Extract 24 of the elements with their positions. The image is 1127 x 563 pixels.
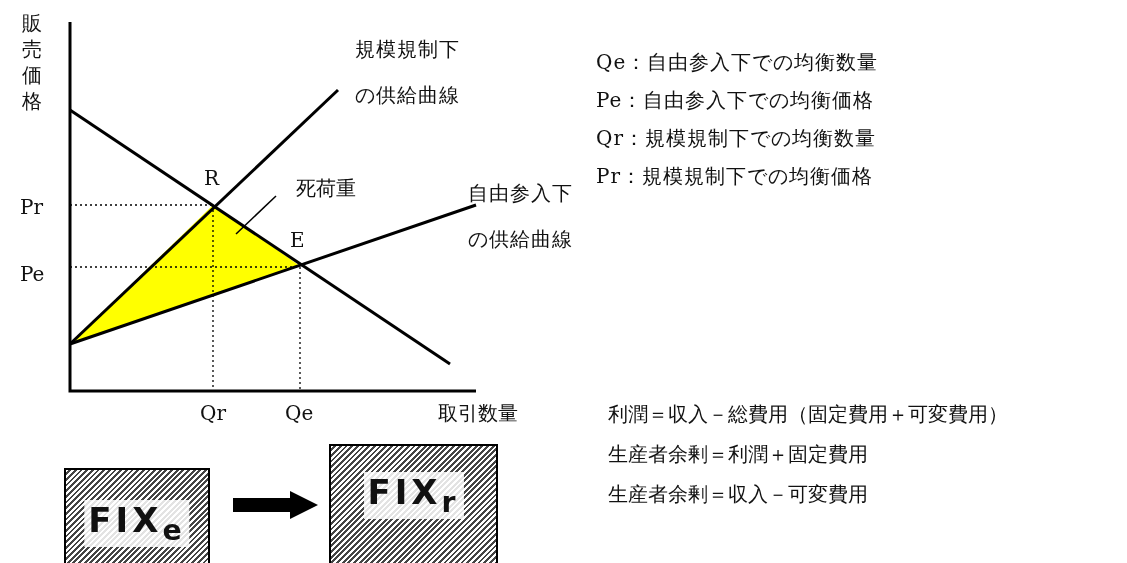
formula-text: 利潤＝収入－総費用（固定費用＋可変費用） — [608, 402, 1008, 426]
area-label: 死荷重 — [296, 176, 356, 200]
hatched-box — [329, 444, 498, 563]
legend-text: Pe：自由参入下での均衡価格 — [596, 88, 875, 112]
hatched-box — [64, 468, 210, 563]
arrow — [233, 491, 318, 519]
formula-text: 生産者余剰＝収入－可変費用 — [608, 482, 868, 506]
axis-title: 販売価格 — [22, 10, 43, 114]
axis-tick-label: Pe — [20, 262, 45, 286]
leader-line — [235, 195, 277, 235]
formula-text: 生産者余剰＝利潤＋固定費用 — [608, 442, 868, 466]
axis-tick-label: Pr — [20, 195, 44, 219]
curve-label: 規模規制下の供給曲線 — [355, 36, 461, 109]
axis-tick-label: Qe — [285, 401, 314, 425]
point-label: E — [290, 228, 305, 252]
box-label: FIX$_{r}$ — [363, 472, 464, 519]
curve-label: 自由参入下の供給曲線 — [468, 180, 574, 253]
legend-text: Qe：自由参入下での均衡数量 — [596, 50, 879, 74]
box-label: FIX$_{e}$ — [84, 500, 190, 547]
legend-text: Pr：規模規制下での均衡価格 — [596, 164, 874, 188]
legend-text: Qr：規模規制下での均衡数量 — [596, 126, 876, 150]
point-label: R — [204, 166, 220, 190]
axis-tick-label: Qr — [200, 401, 226, 425]
axis-title: 取引数量 — [438, 401, 518, 425]
